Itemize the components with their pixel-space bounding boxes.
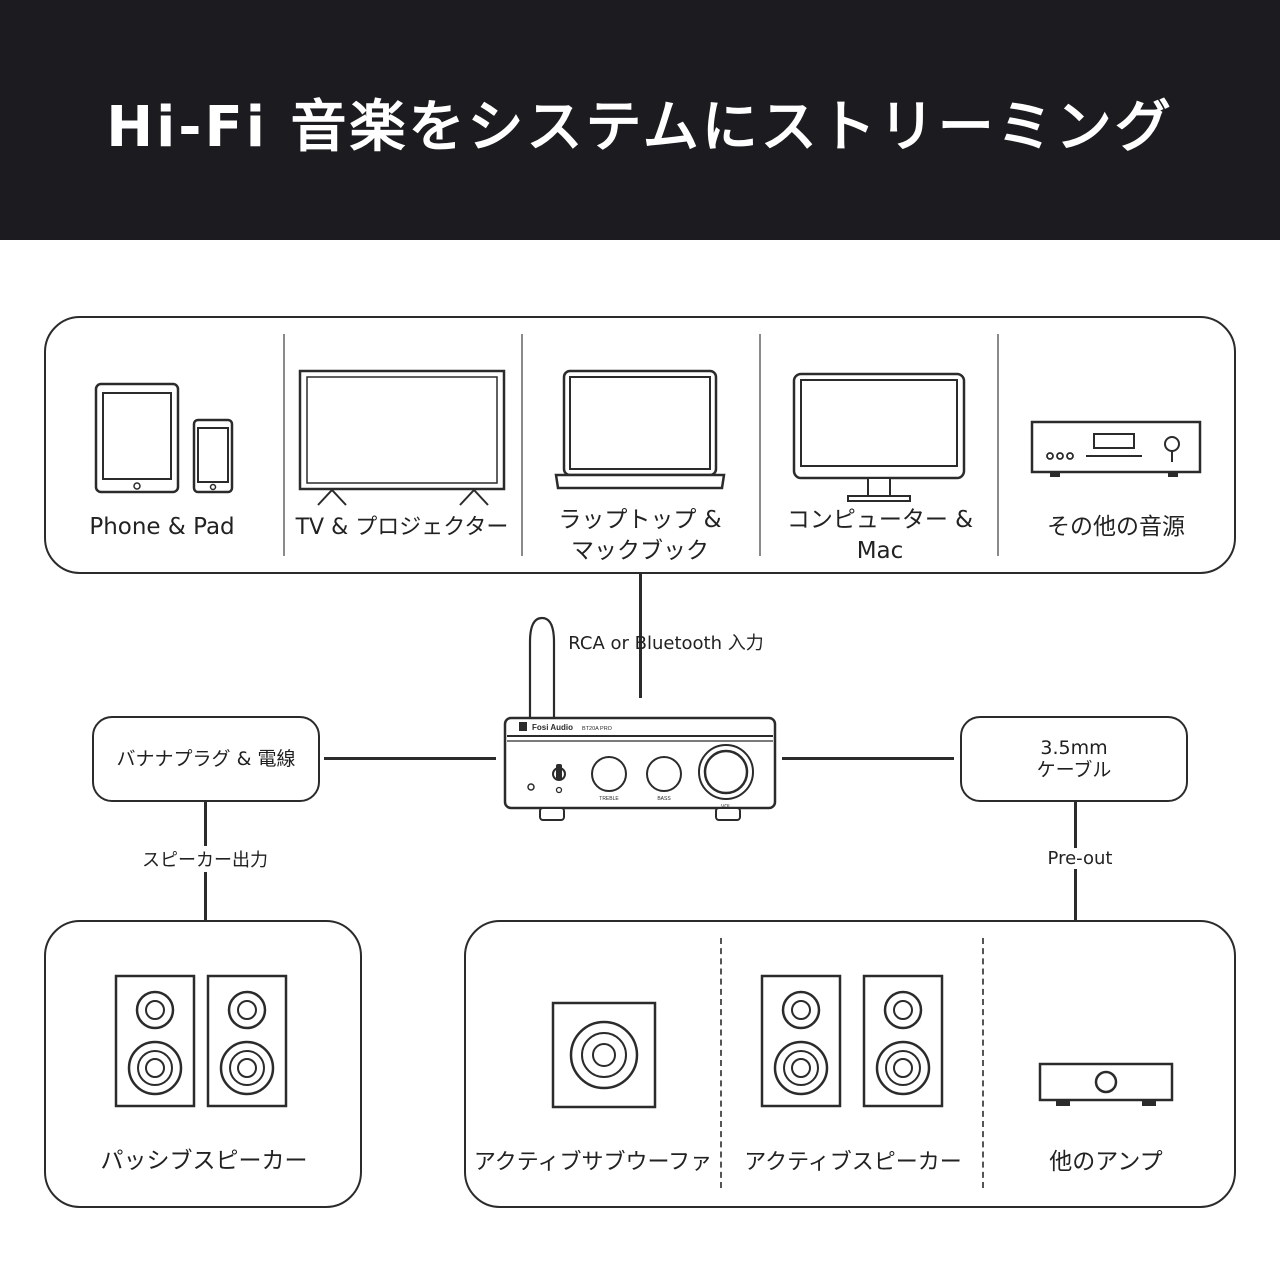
passive-speaker-label: パッシブスピーカー	[60, 1146, 348, 1177]
source-label-computer: コンピューター & Mac	[762, 505, 998, 567]
active-speakers-icon	[760, 974, 944, 1110]
amp-to-banana-line	[324, 757, 496, 760]
amp-to-cable-line	[782, 757, 954, 760]
amp-brand: Fosi Audio	[532, 723, 573, 732]
amp-front-text: Fosi Audio BT20A PRO TREBLE BASS VOL	[500, 614, 780, 826]
source-label-phone-pad: Phone & Pad	[52, 512, 272, 543]
subwoofer-icon	[551, 1001, 657, 1109]
header-banner: Hi-Fi 音楽をシステムにストリーミング	[0, 0, 1280, 240]
knob-label-vol: VOL	[721, 804, 731, 810]
other-amp-label: 他のアンプ	[986, 1147, 1226, 1178]
cable-box: 3.5mm ケーブル	[960, 716, 1188, 802]
dashed-divider	[720, 938, 722, 1188]
source-label-other: その他の音源	[1000, 512, 1232, 543]
divider	[759, 334, 761, 556]
tablet-phone-icon	[94, 382, 236, 496]
monitor-icon	[792, 372, 966, 504]
pre-out-label: Pre-out	[1030, 848, 1130, 869]
knob-label-bass: BASS	[657, 796, 671, 802]
subwoofer-label: アクティブサブウーファ	[468, 1147, 718, 1178]
page-title: Hi-Fi 音楽をシステムにストリーミング	[0, 82, 1280, 163]
tv-icon	[298, 368, 508, 508]
passive-speakers-icon	[114, 974, 290, 1110]
knob-label-treble: TREBLE	[599, 796, 619, 802]
laptop-icon	[554, 368, 726, 492]
amp-model: BT20A PRO	[582, 726, 613, 732]
amplifier-icon	[1038, 1062, 1174, 1110]
cable-label: 3.5mm ケーブル	[1037, 737, 1112, 781]
source-label-tv: TV & プロジェクター	[286, 512, 518, 543]
speaker-output-label: スピーカー出力	[120, 846, 290, 872]
divider	[283, 334, 285, 556]
banana-plug-box: バナナプラグ & 電線	[92, 716, 320, 802]
active-speaker-label: アクティブスピーカー	[726, 1147, 980, 1178]
source-label-laptop: ラップトップ & マックブック	[524, 505, 756, 567]
audio-player-icon	[1030, 420, 1202, 480]
dashed-divider	[982, 938, 984, 1188]
banana-plug-label: バナナプラグ & 電線	[117, 748, 296, 770]
divider	[521, 334, 523, 556]
